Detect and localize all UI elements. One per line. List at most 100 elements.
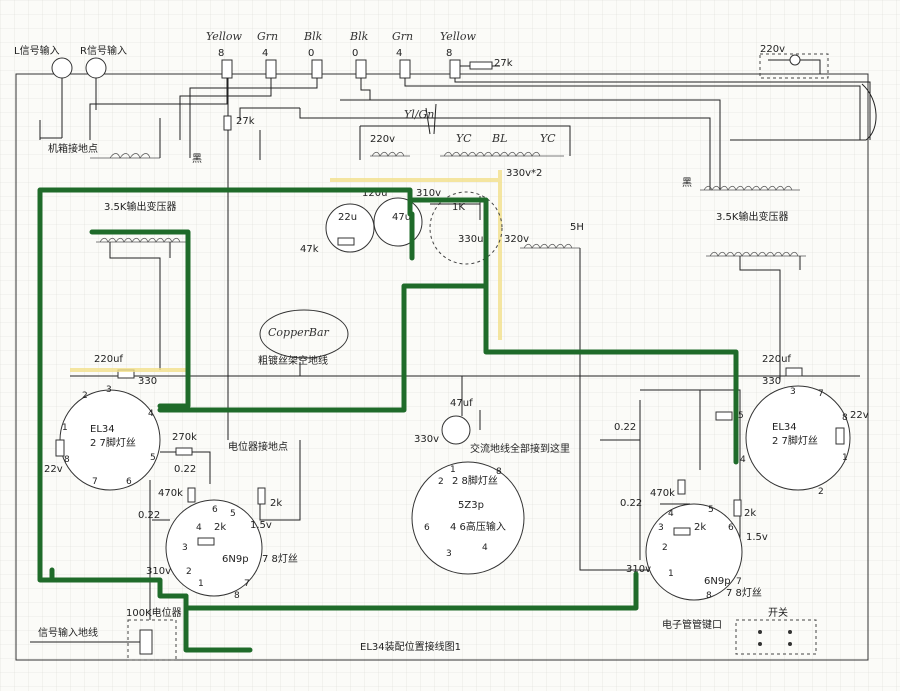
green-ground-bus	[37, 187, 739, 653]
right-6n9p-pin-5: 5	[708, 505, 714, 515]
right-r2k-resistor	[673, 527, 691, 536]
tap-num-3: 0	[308, 48, 314, 59]
rectifier-section: 47uf 330v 交流地线全部接到这里 2 8脚灯丝 5Z3p 4 6高压输入…	[411, 376, 570, 575]
right-r2k-b: 2k	[744, 508, 756, 519]
switch-dot-2	[788, 630, 792, 634]
tap-num-2: 4	[262, 48, 268, 59]
left-6n9p-pin-8: 8	[234, 591, 240, 601]
ground-bus-note: CopperBar 粗镀丝架空地线	[70, 309, 860, 377]
left-r2k-b-resistor	[257, 487, 266, 505]
r1k-label: 1K	[452, 202, 465, 213]
left-el34-pin-2: 2	[82, 391, 88, 401]
right-c022a: 0.22	[614, 422, 636, 433]
rect-pin-4: 4	[482, 543, 488, 553]
switch-dot-4	[788, 642, 792, 646]
right-r2k: 2k	[694, 522, 706, 533]
power-transformer: Yl/Gn YC BL YC 220v 330v*2	[359, 103, 571, 179]
mains-voltage: 220v	[760, 44, 785, 55]
left-r2k-resistor	[197, 537, 215, 546]
left-el34-pin-6: 6	[126, 477, 132, 487]
right-6n9p-pin-3: 3	[658, 523, 664, 533]
right-v22: 22v	[850, 410, 869, 421]
hei-left: 黑	[192, 153, 202, 165]
right-r2k-b-resistor	[733, 499, 742, 517]
diagram-title: EL34装配位置接线图1	[360, 640, 461, 653]
tap-terminal-1	[221, 59, 233, 79]
switch-dot-1	[758, 630, 762, 634]
right-r330: 330	[762, 376, 781, 387]
right-6n9p-pin-8: 8	[706, 591, 712, 601]
right-el34-pin-4: 4	[740, 455, 746, 465]
rect-note1: 2 8脚灯丝	[452, 474, 498, 487]
cap-47uf-b	[441, 415, 471, 445]
r-input-jack	[85, 57, 107, 79]
left-el34-pin-5: 5	[150, 453, 156, 463]
chassis-ground-label: 机箱接地点	[48, 142, 98, 155]
right-el34-name: EL34	[772, 422, 797, 433]
output-transformer-right: 黑 3.5K输出变压器	[682, 177, 806, 380]
tap-num-1: 8	[218, 48, 224, 59]
r-input-label: R信号输入	[80, 44, 127, 57]
copper-bar-label: CopperBar	[268, 326, 330, 339]
right-el34-pin-1: 1	[842, 453, 848, 463]
rect-pin-3: 3	[446, 549, 452, 559]
left-el34-pin-8: 8	[64, 455, 70, 465]
left-6n9p-tube	[165, 499, 263, 597]
speaker-taps: Yellow Grn Blk Blk Grn Yellow 8 4 0 0 4 …	[89, 30, 871, 360]
input-pot: 100K电位器 信号输入地线	[30, 606, 182, 661]
left-6n9p-pin-2: 2	[186, 567, 192, 577]
switch-dot-3	[758, 642, 762, 646]
right-v15: 1.5v	[746, 532, 768, 543]
rectifier-tube-5z3p	[411, 461, 525, 575]
bus-note: 粗镀丝架空地线	[258, 354, 328, 367]
rect-name: 5Z3p	[458, 500, 484, 511]
left-6n9p-pin-5: 5	[230, 509, 236, 519]
right-el34-pin-2: 2	[818, 487, 824, 497]
tap-num-5: 4	[396, 48, 402, 59]
right-grid-resistor	[715, 411, 733, 421]
left-6n9p-pin-4: 4	[196, 523, 202, 533]
r27k-left-label: 27k	[236, 116, 255, 127]
right-6n9p-tube	[645, 503, 743, 601]
right-6n9p: 0.22 0.22 470k 2k 2k 1.5v 6N9p 7 8灯丝 5 4…	[600, 400, 768, 631]
ac-ground-note: 交流地线全部接到这里	[470, 442, 570, 455]
left-el34-pin-1: 1	[62, 423, 68, 433]
output-transformer-left: 3.5K输出变压器	[96, 200, 188, 370]
pot-box	[127, 619, 177, 661]
power-switch: 开关	[735, 606, 817, 655]
rect-pin-6: 6	[424, 523, 430, 533]
rect-note2: 4 6高压输入	[450, 520, 506, 533]
tap-num-4: 0	[352, 48, 358, 59]
rect-pin-8: 8	[496, 467, 502, 477]
tap-color-4: Blk	[349, 30, 369, 43]
tap-color-2: Grn	[257, 30, 278, 43]
left-r2k-b: 2k	[270, 498, 282, 509]
copper-bar-ellipse	[259, 309, 349, 359]
left-el34-pin-4: 4	[148, 409, 154, 419]
tap-resistor	[469, 61, 493, 70]
l-input-label: L信号输入	[14, 44, 60, 57]
left-el34: 220uf 330 EL34 2 7脚灯丝 2 3 1 8 7 6 5 4 22…	[44, 354, 288, 521]
right-6n9p-name: 6N9p	[704, 576, 731, 587]
left-r270k-resistor	[175, 447, 193, 456]
fuse-icon	[789, 54, 801, 66]
rect-pin-1: 1	[450, 465, 456, 475]
left-r2k: 2k	[214, 522, 226, 533]
left-6n9p-note: 7 8灯丝	[262, 553, 298, 565]
left-el34-note: 2 7脚灯丝	[90, 436, 136, 449]
right-c220-cap	[785, 367, 803, 377]
v310a-label: 310v	[416, 188, 441, 199]
socket-key-note: 电子管管键口	[662, 618, 722, 631]
right-el34-pin-7: 7	[818, 389, 824, 399]
yg-note: Yl/Gn	[404, 108, 434, 121]
v330x2-label: 330v*2	[506, 168, 542, 179]
r47k-label: 47k	[300, 244, 319, 255]
fuse-box	[759, 53, 829, 79]
pot-label: 100K电位器	[126, 606, 182, 619]
left-r470k: 470k	[158, 488, 183, 499]
tap-terminal-5	[399, 59, 411, 79]
right-c220: 220uf	[762, 354, 791, 365]
c22-label: 22u	[338, 212, 357, 223]
left-c022b: 0.22	[138, 510, 160, 521]
